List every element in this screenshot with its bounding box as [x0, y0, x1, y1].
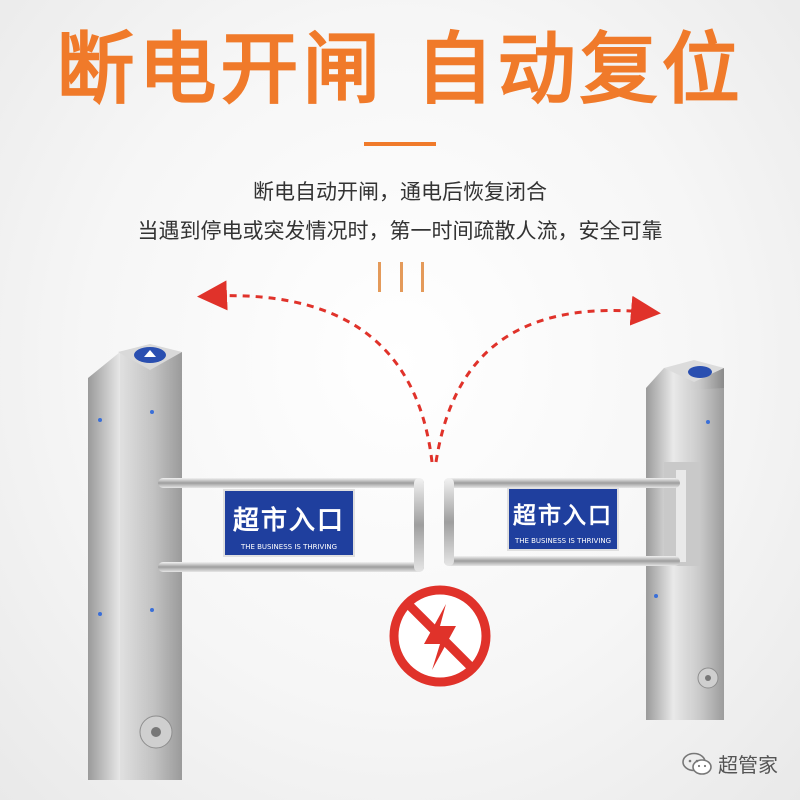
right-gate-post [646, 360, 724, 720]
right-sign-subtext: THE BUSINESS IS THRIVING [514, 537, 612, 545]
subtitle-line-2: 当遇到停电或突发情况时，第一时间疏散人流，安全可靠 [137, 219, 663, 243]
headline: 断电开闸 自动复位 [56, 25, 744, 115]
left-swing-arm [158, 478, 424, 572]
left-gate-post [88, 344, 182, 780]
watermark-label: 超管家 [718, 753, 778, 777]
left-sign-text: 超市入口 [232, 506, 345, 536]
no-power-lightning-icon [389, 585, 491, 687]
wechat-icon [682, 752, 712, 775]
swing-arrow-left [197, 280, 434, 463]
headline-underline [364, 142, 436, 146]
left-sign-subtext: THE BUSINESS IS THRIVING [240, 543, 338, 551]
watermark: 超管家 [682, 749, 778, 778]
right-swing-arm [444, 478, 680, 566]
swing-arrow-right [434, 295, 661, 463]
decorative-bars [378, 262, 424, 292]
right-sign-text: 超市入口 [513, 503, 613, 529]
subtitle-line-1: 断电自动开闸，通电后恢复闭合 [253, 180, 547, 204]
